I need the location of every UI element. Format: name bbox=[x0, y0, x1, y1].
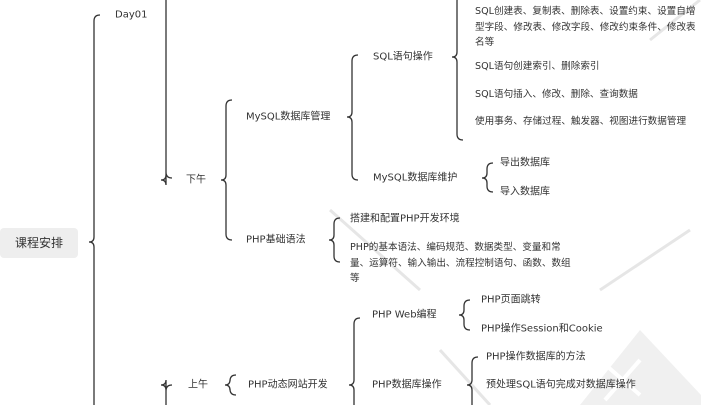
brace-connector bbox=[346, 54, 359, 181]
leaf-php-syntax[interactable]: PHP的基本语法、编码规范、数据类型、变量和常量、运算符、输入输出、流程控制语句… bbox=[350, 242, 571, 284]
leaf-php-env[interactable]: 搭建和配置PHP开发环境 bbox=[350, 213, 460, 225]
brace-connector bbox=[348, 317, 361, 405]
leaf-php-redirect[interactable]: PHP页面跳转 bbox=[481, 294, 541, 306]
brace-connector bbox=[466, 356, 479, 405]
node-php-dynamic[interactable]: PHP动态网站开发 bbox=[248, 379, 328, 391]
node-morning[interactable]: 上午 bbox=[188, 379, 208, 391]
leaf-php-session[interactable]: PHP操作Session和Cookie bbox=[481, 323, 603, 335]
brace-connector bbox=[88, 14, 101, 405]
node-mysql-maintenance[interactable]: MySQL数据库维护 bbox=[373, 172, 458, 184]
node-php-db[interactable]: PHP数据库操作 bbox=[372, 379, 442, 391]
brace-connector bbox=[160, 0, 173, 186]
brace-connector bbox=[160, 379, 173, 405]
root-node[interactable]: 课程安排 bbox=[0, 228, 78, 258]
node-php-web[interactable]: PHP Web编程 bbox=[372, 309, 437, 321]
brace-connector bbox=[220, 99, 233, 241]
node-sql-operations[interactable]: SQL语句操作 bbox=[373, 51, 433, 63]
leaf-sql-crud[interactable]: SQL语句插入、修改、删除、查询数据 bbox=[475, 89, 638, 100]
node-mysql-management[interactable]: MySQL数据库管理 bbox=[246, 111, 331, 123]
leaf-php-db-methods[interactable]: PHP操作数据库的方法 bbox=[486, 351, 586, 363]
node-php-basic[interactable]: PHP基础语法 bbox=[246, 234, 306, 246]
leaf-sql-create-table[interactable]: SQL创建表、复制表、删除表、设置约束、设置自增型字段、修改表、修改字段、修改约… bbox=[475, 6, 696, 48]
leaf-sql-transactions[interactable]: 使用事务、存储过程、触发器、视图进行数据管理 bbox=[475, 116, 687, 127]
watermark-logo bbox=[580, 330, 701, 405]
brace-connector bbox=[224, 374, 237, 396]
leaf-sql-index[interactable]: SQL语句创建索引、删除索引 bbox=[475, 61, 600, 72]
brace-connector bbox=[451, 0, 464, 141]
brace-connector bbox=[458, 299, 471, 331]
leaf-import-db[interactable]: 导入数据库 bbox=[500, 186, 550, 198]
node-afternoon[interactable]: 下午 bbox=[186, 174, 206, 186]
brace-connector bbox=[328, 217, 341, 263]
watermark bbox=[329, 0, 701, 405]
leaf-php-prepared[interactable]: 预处理SQL语句完成对数据库操作 bbox=[486, 379, 636, 391]
leaf-export-db[interactable]: 导出数据库 bbox=[500, 157, 550, 169]
brace-connector bbox=[481, 162, 494, 193]
node-day01[interactable]: Day01 bbox=[115, 9, 148, 21]
